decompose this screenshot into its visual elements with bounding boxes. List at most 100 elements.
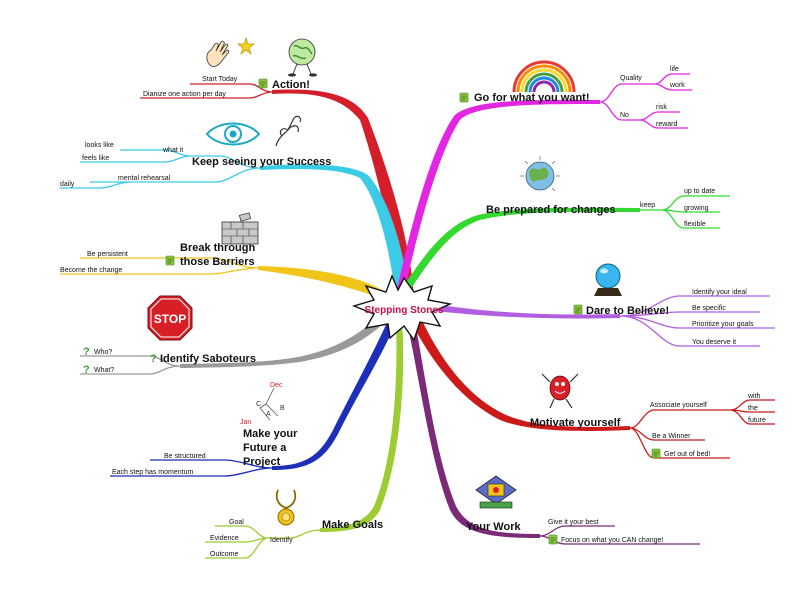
note-icon bbox=[459, 92, 469, 103]
project-sketch-c: C bbox=[256, 401, 261, 408]
note-icon bbox=[651, 448, 661, 459]
walking-globe-icon bbox=[288, 38, 317, 77]
want-risk: risk bbox=[656, 104, 667, 111]
twig-project bbox=[110, 459, 273, 477]
believe-ideal: Identify your ideal bbox=[692, 289, 747, 296]
branch-changes bbox=[398, 207, 640, 296]
twig-barriers bbox=[60, 257, 259, 275]
project-sketch-jan: Jan bbox=[240, 419, 251, 426]
branch-work-title[interactable]: Your Work bbox=[466, 521, 521, 533]
note-icon bbox=[573, 304, 583, 315]
branch-barriers-title-1[interactable]: Break through bbox=[180, 242, 255, 254]
changes-flexible: flexible bbox=[684, 221, 706, 228]
branch-motivate bbox=[408, 312, 630, 431]
center-burst bbox=[351, 274, 453, 342]
medal-icon bbox=[275, 489, 297, 526]
motivate-with: with bbox=[747, 393, 761, 400]
branch-believe-title[interactable]: Dare to Believe! bbox=[586, 305, 669, 317]
success-looks-like: looks like bbox=[85, 142, 114, 149]
want-life: life bbox=[670, 66, 679, 73]
changes-growing: growing bbox=[684, 205, 709, 212]
rainbow-icon bbox=[512, 60, 576, 93]
star-icon bbox=[237, 36, 255, 56]
stop-sign-icon: STOP bbox=[147, 295, 193, 341]
branch-work bbox=[406, 316, 540, 538]
believe-deserve: You deserve it bbox=[692, 339, 736, 346]
changes-up-to-date: up to date bbox=[684, 188, 715, 195]
stop-sign-text: STOP bbox=[154, 312, 186, 326]
kite-icon: Dec C B A Jan bbox=[240, 382, 285, 426]
crystal-ball-icon bbox=[594, 263, 622, 296]
question-icon: ? bbox=[83, 364, 90, 376]
twig-believe bbox=[619, 295, 775, 347]
saboteurs-who: Who? bbox=[94, 349, 112, 356]
motivate-associate: Associate yourself bbox=[650, 402, 707, 409]
goals-evidence: Evidence bbox=[210, 535, 239, 542]
branch-goals-title[interactable]: Make Goals bbox=[322, 519, 383, 531]
question-icon: ? bbox=[83, 346, 90, 358]
goals-identify: Identify bbox=[270, 537, 293, 544]
branch-motivate-title[interactable]: Motivate yourself bbox=[530, 417, 621, 429]
success-what-it: what it bbox=[162, 147, 183, 154]
believe-prioritize: Prioritize your goals bbox=[692, 321, 754, 328]
eye-icon bbox=[205, 122, 261, 146]
brick-wall-icon bbox=[221, 212, 259, 245]
twig-goals bbox=[205, 525, 321, 559]
central-node[interactable]: Stepping Stones bbox=[351, 274, 453, 342]
twig-saboteurs bbox=[80, 355, 181, 375]
branch-want-title[interactable]: Go for what you want! bbox=[474, 92, 590, 104]
success-feels-like: feels like bbox=[82, 155, 109, 162]
action-start-today: Start Today bbox=[202, 76, 238, 83]
barriers-become-change: Become the change bbox=[60, 267, 122, 274]
note-icon bbox=[548, 534, 558, 545]
branch-success bbox=[260, 164, 410, 300]
project-sketch-dec: Dec bbox=[270, 382, 283, 389]
changes-keep: keep bbox=[640, 202, 655, 209]
success-daily: daily bbox=[60, 181, 75, 188]
branch-project-title-1[interactable]: Make your bbox=[243, 428, 298, 440]
note-icon bbox=[165, 255, 175, 266]
believe-specific: Be specific bbox=[692, 305, 726, 312]
branch-barriers bbox=[258, 266, 394, 302]
twig-want bbox=[599, 73, 692, 129]
work-best: Give it your best bbox=[548, 519, 599, 526]
goals-goal: Goal bbox=[229, 519, 244, 526]
waving-hand-icon bbox=[206, 40, 230, 67]
branch-barriers-title-2[interactable]: those Barriers bbox=[180, 256, 255, 268]
twig-changes bbox=[640, 195, 730, 229]
branch-project bbox=[272, 316, 398, 470]
question-icon: ? bbox=[150, 353, 157, 365]
motivate-future: future bbox=[748, 417, 766, 424]
want-quality: Quality bbox=[620, 75, 642, 82]
barriers-persistent: Be persistent bbox=[87, 251, 128, 258]
action-one-per-day: Dianize one action per day bbox=[143, 91, 226, 98]
branch-believe bbox=[410, 300, 620, 319]
branch-action-title[interactable]: Action! bbox=[272, 79, 310, 91]
branch-saboteurs-title[interactable]: Identify Saboteurs bbox=[160, 353, 256, 365]
motivate-the: the bbox=[748, 405, 758, 412]
branch-project-title-3[interactable]: Project bbox=[243, 456, 281, 468]
success-mental-rehearsal: mental rehearsal bbox=[118, 175, 171, 182]
want-work: work bbox=[669, 82, 685, 89]
saboteurs-what: What? bbox=[94, 367, 114, 374]
project-sketch-b: B bbox=[280, 405, 285, 412]
work-emblem-icon bbox=[475, 475, 517, 509]
branch-changes-title[interactable]: Be prepared for changes bbox=[486, 204, 616, 216]
want-reward: reward bbox=[656, 121, 678, 128]
branch-success-title[interactable]: Keep seeing your Success bbox=[192, 156, 331, 168]
work-focus: Focus on what you CAN change! bbox=[561, 537, 663, 544]
project-momentum: Each step has momentum bbox=[112, 469, 193, 476]
note-icon bbox=[258, 78, 268, 89]
want-no: No bbox=[620, 112, 629, 119]
running-figure-icon bbox=[541, 373, 579, 409]
earth-icon bbox=[520, 156, 560, 192]
motivate-out-of-bed: Get out of bed! bbox=[664, 451, 710, 458]
twig-success bbox=[60, 149, 261, 189]
project-sketch-a: A bbox=[266, 411, 271, 418]
center-label: Stepping Stones bbox=[365, 305, 444, 316]
goals-outcome: Outcome bbox=[210, 551, 239, 558]
twig-motivate bbox=[629, 399, 775, 459]
branch-project-title-2[interactable]: Future a bbox=[243, 442, 287, 454]
grappling-hook-icon bbox=[275, 115, 302, 147]
motivate-winner: Be a Winner bbox=[652, 433, 691, 440]
